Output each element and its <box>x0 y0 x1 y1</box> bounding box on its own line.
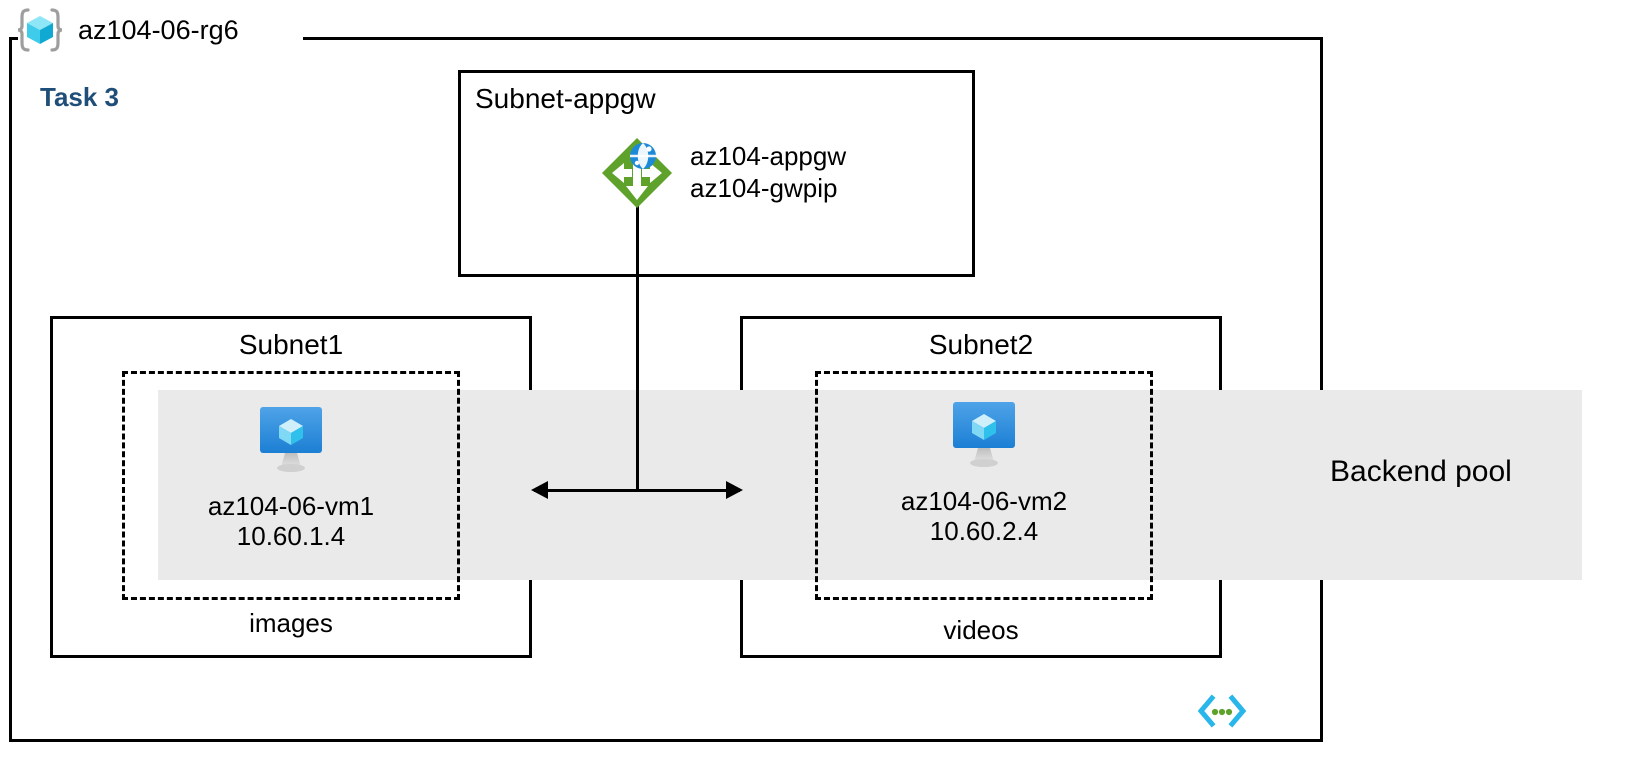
vm1-ip: 10.60.1.4 <box>236 521 346 552</box>
subnet1-vm-group <box>122 371 460 600</box>
backend-pool-label: Backend pool <box>1330 455 1512 488</box>
vm1-node: az104-06-vm1 10.60.1.4 <box>161 405 421 551</box>
application-gateway-caption: az104-appgw az104-gwpip <box>690 141 846 204</box>
connector-arrow-right-icon <box>726 481 743 499</box>
backend-pool-band <box>158 390 1582 580</box>
resource-group-container <box>9 37 1323 742</box>
vm1-name: az104-06-vm1 <box>207 491 375 521</box>
application-gateway-node: az104-appgw az104-gwpip <box>598 134 846 212</box>
appgw-name-line-2: az104-gwpip <box>690 173 838 203</box>
code-brackets-icon <box>1196 694 1248 728</box>
resource-group-label: az104-06-rg6 <box>14 4 239 56</box>
resource-group-name: az104-06-rg6 <box>78 14 239 45</box>
backend-horizontal-connector <box>534 489 740 492</box>
vm1-caption: az104-06-vm1 10.60.1.4 <box>161 491 421 551</box>
vm2-name: az104-06-vm2 <box>900 486 1068 516</box>
vm2-caption: az104-06-vm2 10.60.2.4 <box>854 486 1114 546</box>
subnet-appgw-box: Subnet-appgw <box>458 70 975 277</box>
connector-arrow-left-icon <box>531 481 548 499</box>
subnet-appgw-title: Subnet-appgw <box>475 83 656 114</box>
resource-group-icon <box>14 4 66 56</box>
resource-group-label-notch <box>18 26 303 50</box>
subnet2-title: Subnet2 <box>928 329 1034 360</box>
task-label: Task 3 <box>40 82 120 112</box>
appgw-vertical-connector <box>636 196 639 491</box>
application-gateway-icon <box>598 134 676 212</box>
virtual-machine-icon <box>161 405 421 475</box>
virtual-machine-icon <box>854 400 1114 470</box>
subnet1-box: Subnet1 <box>50 316 532 658</box>
subnet2-footer: videos <box>943 615 1019 645</box>
vm2-ip: 10.60.2.4 <box>929 516 1039 547</box>
subnet1-title: Subnet1 <box>238 329 344 360</box>
vm2-node: az104-06-vm2 10.60.2.4 <box>854 400 1114 546</box>
subnet1-footer: images <box>249 608 333 638</box>
appgw-name-line-1: az104-appgw <box>690 141 847 172</box>
subnet2-vm-group <box>815 371 1153 600</box>
